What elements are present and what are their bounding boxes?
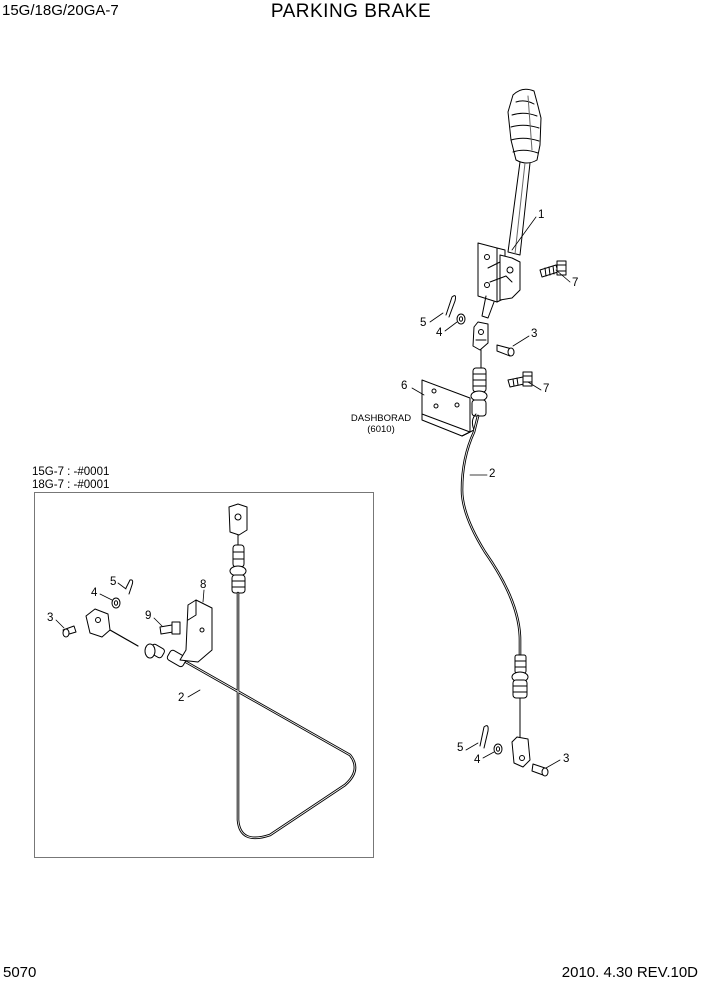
- cotter-pin: [479, 725, 489, 749]
- washer: [456, 313, 466, 325]
- dashboard-ref: (6010): [367, 424, 395, 435]
- cable-fitting-upper: [470, 367, 488, 417]
- callout-3-lower: 3: [563, 753, 570, 765]
- callout-4-inset: 4: [91, 587, 98, 599]
- page-number: 5070: [3, 964, 37, 981]
- inset-frame: [34, 492, 374, 858]
- callout-5-upper: 5: [420, 317, 427, 329]
- main-cable: [460, 414, 522, 657]
- callout-1: 1: [538, 209, 545, 221]
- callout-2-main: 2: [489, 468, 496, 480]
- callout-8-inset: 8: [200, 579, 207, 591]
- callout-7-lower: 7: [543, 383, 550, 395]
- callout-5-lower: 5: [457, 742, 464, 754]
- callout-3-upper: 3: [531, 328, 538, 340]
- clevis: [511, 736, 531, 768]
- inset-serial-line-2: 18G-7 : -#0001: [32, 479, 110, 491]
- callout-2-inset: 2: [178, 692, 185, 704]
- dashboard-bracket: [421, 379, 477, 437]
- brake-lever: [477, 88, 567, 319]
- page-title: PARKING BRAKE: [270, 1, 432, 22]
- callout-6: 6: [401, 380, 408, 392]
- revision-date: 2010. 4.30 REV.10D: [561, 964, 698, 981]
- callout-4-lower: 4: [474, 754, 481, 766]
- model-code: 15G/18G/20GA-7: [2, 2, 119, 19]
- callout-9-inset: 9: [145, 610, 152, 622]
- dashboard-label: DASHBORAD: [350, 413, 412, 424]
- inset-serial-line-1: 15G-7 : -#0001: [32, 466, 110, 478]
- callout-5-inset: 5: [110, 576, 117, 588]
- callout-7-upper: 7: [572, 277, 579, 289]
- washer: [493, 743, 503, 755]
- cotter-pin: [445, 295, 457, 318]
- callout-3-inset: 3: [47, 612, 54, 624]
- callout-4-upper: 4: [436, 327, 443, 339]
- inset-assembly: [62, 503, 357, 840]
- cable-fitting-lower: [511, 654, 529, 699]
- bolt: [507, 376, 525, 388]
- clevis: [472, 321, 489, 351]
